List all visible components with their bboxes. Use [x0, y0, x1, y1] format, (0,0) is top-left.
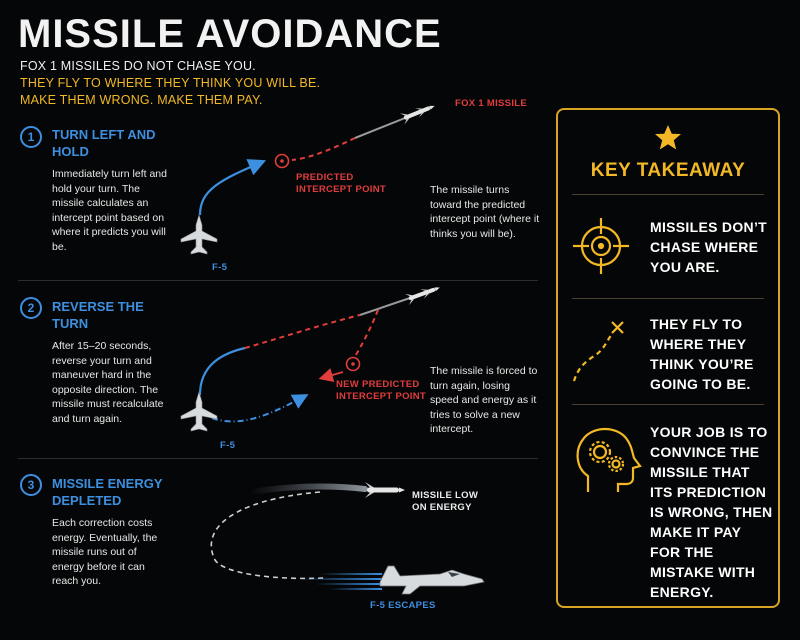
jet-icon — [180, 213, 218, 255]
new-missile-path — [353, 309, 379, 359]
f5-escapes-label: F-5 ESCAPES — [370, 600, 436, 611]
missile-low-energy-icon — [365, 482, 405, 498]
step-2-note: The missile is forced to turn again, los… — [430, 365, 538, 435]
subtitle-line-3: MAKE THEM WRONG. MAKE THEM PAY. — [20, 93, 263, 107]
jet-turn-path — [198, 159, 267, 216]
step-2-body: After 15–20 seconds, reverse your turn a… — [52, 340, 164, 425]
step2-graphic — [180, 287, 440, 432]
jet-icon-2 — [180, 390, 218, 432]
reverse-turn-path — [211, 394, 309, 423]
subtitle-line-1: FOX 1 MISSILES DO NOT CHASE YOU. — [20, 59, 256, 73]
step-1-title: TURN LEFT AND HOLD — [52, 127, 156, 159]
dashed-path-icon — [572, 321, 624, 382]
fox1-missile-label: FOX 1 MISSILE — [455, 98, 527, 109]
old-predicted-path — [244, 314, 361, 349]
takeaway-item-3: YOUR JOB IS TO CONVINCE THE MISSILE THAT… — [650, 424, 773, 600]
missile-arc-path — [210, 491, 326, 580]
divider-1 — [18, 280, 538, 281]
predicted-intercept-label: PREDICTED INTERCEPT POINT — [296, 172, 387, 195]
card-divider-2 — [572, 404, 764, 405]
step-3-number: 3 — [20, 474, 42, 496]
jet-turn-path-2 — [198, 346, 246, 396]
intercept-point — [274, 153, 290, 169]
new-intercept-point — [345, 356, 361, 372]
card-divider-0 — [572, 194, 764, 195]
missile-dashed-path — [291, 137, 356, 161]
page-title: MISSILE AVOIDANCE — [18, 12, 442, 56]
speed-streak — [320, 573, 382, 575]
missile-smoke-trail — [247, 483, 368, 495]
step-1-note: The missile turns toward the predicted i… — [430, 184, 540, 240]
card-divider-1 — [572, 298, 764, 299]
crosshair-icon — [573, 218, 629, 274]
new-predicted-intercept-label: NEW PREDICTED INTERCEPT POINT — [336, 379, 427, 402]
step-2-title: REVERSE THE TURN — [52, 299, 144, 331]
divider-2 — [18, 458, 538, 459]
takeaway-item-2: THEY FLY TO WHERE THEY THINK YOU’RE GOIN… — [650, 316, 754, 392]
jet-side-icon — [379, 565, 485, 595]
star-icon — [655, 125, 681, 150]
missile-low-energy-label: MISSILE LOW ON ENERGY — [412, 490, 479, 513]
missile-icon — [399, 105, 435, 125]
step-1-body: Immediately turn left and hold your turn… — [52, 168, 167, 253]
key-takeaway-card: KEY TAKEAWAY MISSILES DON’T CHASE WHERE … — [556, 108, 780, 608]
red-pointer-arrow — [318, 368, 344, 382]
step-3-body: Each correction costs energy. Eventually… — [52, 517, 158, 587]
missile-icon-2 — [404, 287, 440, 306]
step-2-number: 2 — [20, 297, 42, 319]
f5-label-2: F-5 — [220, 440, 236, 451]
subtitle-line-2: THEY FLY TO WHERE THEY THINK YOU WILL BE… — [20, 76, 321, 90]
step3-graphic — [210, 482, 485, 595]
step1-graphic — [180, 105, 435, 255]
card-title: KEY TAKEAWAY — [590, 160, 746, 181]
head-gears-icon — [576, 427, 642, 492]
takeaway-item-1: MISSILES DON’T CHASE WHERE YOU ARE. — [650, 219, 767, 275]
step-3-title: MISSILE ENERGY DEPLETED — [52, 476, 163, 508]
step-1-number: 1 — [20, 126, 42, 148]
f5-label-1: F-5 — [212, 262, 228, 273]
